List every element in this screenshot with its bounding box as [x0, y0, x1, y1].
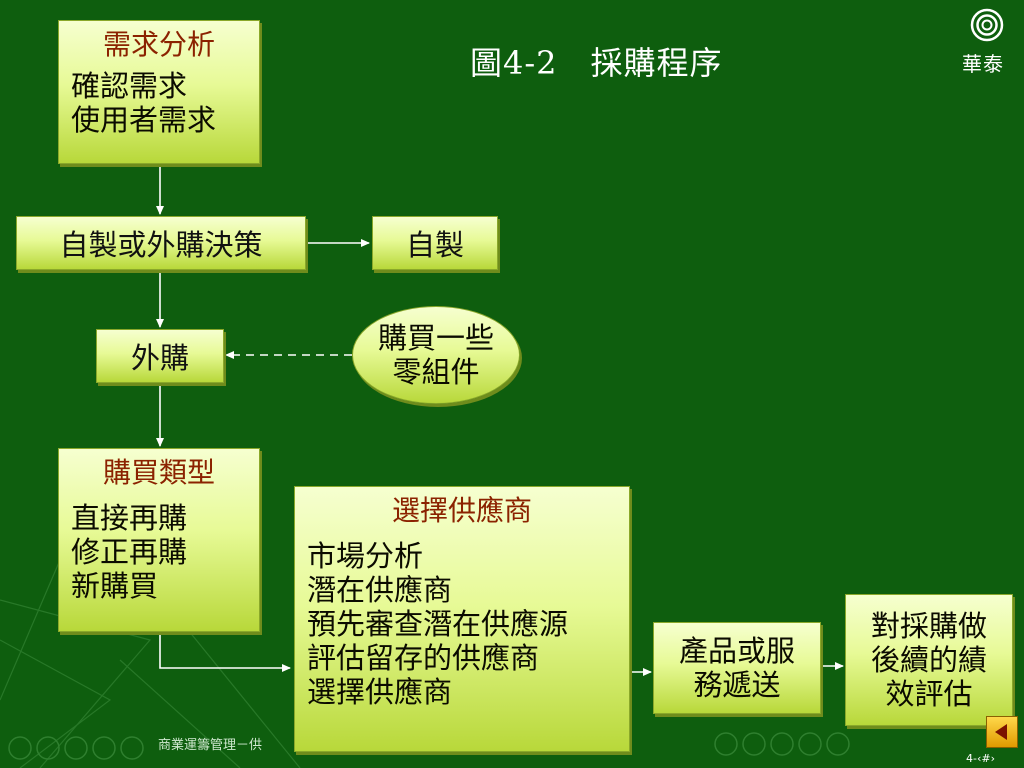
- box-line: 新購買: [71, 569, 159, 603]
- box-line: 評估留存的供應商: [307, 641, 540, 675]
- box-line: 使用者需求: [71, 103, 217, 137]
- box-line: 選擇供應商: [307, 675, 453, 709]
- footer-text: 商業運籌管理－供: [158, 738, 263, 753]
- box-line: 預先審查潛在供應源: [307, 607, 569, 641]
- box-label: 外購: [130, 341, 189, 375]
- box-label: 自製或外購決策: [59, 228, 263, 262]
- logo-text: 華泰: [962, 52, 1004, 76]
- box-line: 對採購做: [870, 609, 987, 643]
- box-line: 確認需求: [71, 69, 188, 103]
- box-line: 直接再購: [71, 501, 188, 535]
- box-heading: 需求分析: [102, 28, 215, 61]
- box-heading: 購買類型: [102, 456, 215, 489]
- select-supplier-box: 選擇供應商 市場分析 潛在供應商 預先審查潛在供應源 評估留存的供應商 選擇供應…: [294, 486, 630, 752]
- ellipse-line: 購買一些: [377, 321, 494, 355]
- page-title: 圖4-2 採購程序: [470, 44, 723, 82]
- box-line: 潛在供應商: [307, 573, 453, 607]
- previous-slide-button[interactable]: [986, 716, 1018, 748]
- box-heading: 選擇供應商: [391, 494, 532, 527]
- page-number: 4-‹#›: [966, 752, 995, 765]
- needs-analysis-box: 需求分析 確認需求 使用者需求: [58, 20, 260, 164]
- ellipse-line: 零組件: [392, 355, 480, 389]
- delivery-box: 產品或服 務遞送: [653, 622, 821, 714]
- buy-box: 外購: [96, 329, 224, 383]
- concentric-circle-logo-icon: [970, 8, 1004, 42]
- box-line: 產品或服: [678, 634, 795, 668]
- box-line: 效評估: [885, 677, 973, 711]
- purchase-type-box: 購買類型 直接再購 修正再購 新購買: [58, 448, 260, 632]
- arrow-type-to-supplier: [159, 632, 291, 672]
- evaluation-box: 對採購做 後續的績 效評估: [845, 594, 1013, 726]
- box-line: 後續的績: [870, 643, 987, 677]
- box-line: 務遞送: [693, 668, 781, 702]
- box-line: 修正再購: [71, 535, 188, 569]
- buy-parts-ellipse: 購買一些 零組件: [352, 306, 520, 404]
- box-line: 市場分析: [307, 539, 424, 573]
- make-box: 自製: [372, 216, 498, 270]
- triangle-left-icon: [995, 724, 1007, 740]
- make-or-buy-decision-box: 自製或外購決策: [16, 216, 306, 270]
- box-label: 自製: [405, 228, 464, 262]
